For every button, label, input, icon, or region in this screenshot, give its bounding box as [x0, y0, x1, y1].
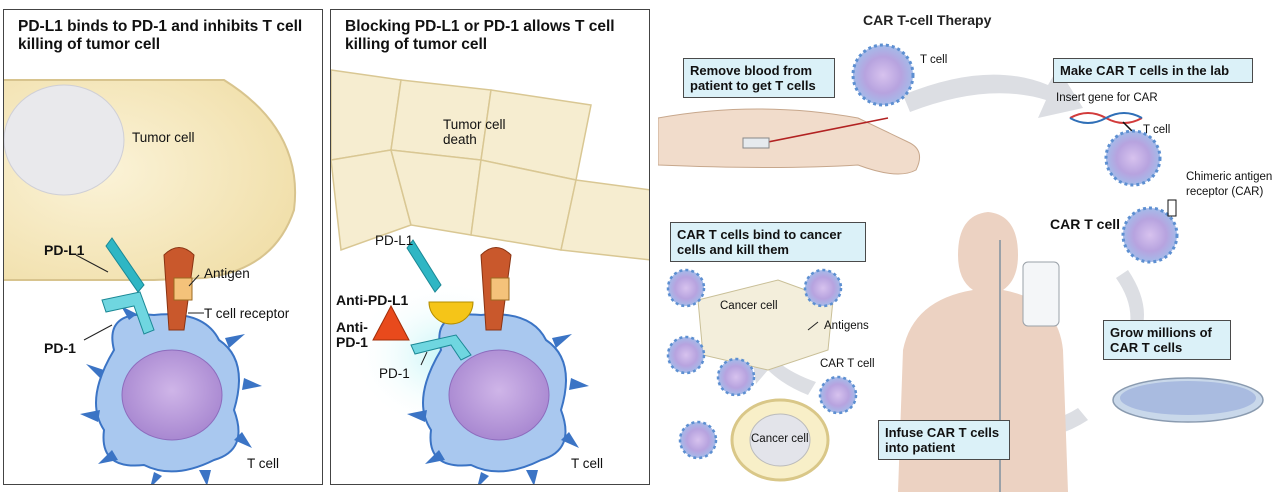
step-remove-blood: Remove blood from patient to get T cells — [683, 58, 835, 98]
blocking-illustration — [331, 69, 649, 484]
pd-1-receptor — [101, 291, 155, 335]
t-cell-label: T cell — [247, 456, 280, 471]
tumor-nucleus — [4, 84, 125, 196]
cancer-cell-label-top: Cancer cell — [720, 300, 778, 312]
t-cell-lab — [1104, 129, 1162, 187]
antigen — [173, 277, 193, 301]
car-t-cell-label: CAR T cell — [1050, 216, 1121, 232]
car-receptor-label: Chimeric antigen receptor (CAR) — [1186, 171, 1273, 198]
t-cell-nucleus — [448, 349, 550, 441]
t-cell-nucleus — [121, 349, 223, 441]
t-cell-label-top: T cell — [920, 54, 948, 66]
antigens-label: Antigens — [824, 320, 869, 332]
t-cell-label: T cell — [571, 456, 604, 471]
pd-l1-receptor — [406, 239, 442, 293]
anti-pd-l1-label: Anti-PD-L1 — [336, 292, 409, 308]
car-t-cell-large — [1121, 199, 1179, 264]
t-cell-label-lab: T cell — [1143, 124, 1171, 136]
step-bind-kill: CAR T cells bind to cancer cells and kil… — [670, 222, 866, 262]
t-cell-receptor-label: T cell receptor — [204, 306, 290, 321]
therapy-title: CAR T-cell Therapy — [863, 12, 992, 28]
t-cell-drawn — [851, 43, 915, 107]
pd-1-label: PD-1 — [379, 366, 410, 381]
car-t-cells-small — [666, 268, 858, 460]
anti-pd-1-antibody — [372, 304, 410, 341]
step-infuse: Infuse CAR T cells into patient — [878, 420, 1010, 460]
step-make-car: Make CAR T cells in the lab — [1053, 58, 1253, 83]
pd-l1-label: PD-L1 — [375, 233, 414, 248]
panel-blocking: Blocking PD-L1 or PD-1 allows T cell kil… — [330, 9, 650, 485]
step-grow: Grow millions of CAR T cells — [1103, 320, 1231, 360]
car-t-cell-small-label: CAR T cell — [820, 358, 875, 370]
insert-gene-label: Insert gene for CAR — [1056, 92, 1158, 104]
cancer-cell-label-bottom: Cancer cell — [751, 433, 809, 445]
tumor-cell-label: Tumor cell — [132, 130, 195, 145]
panel-pd-l1-binding: PD-L1 binds to PD-1 and inhibits T cell … — [3, 9, 323, 485]
iv-bag — [1022, 261, 1060, 327]
pd1-binding-illustration — [4, 79, 297, 484]
panel-car-t-therapy: CAR T-cell Therapy Remove blood from pat… — [658, 0, 1275, 492]
anti-pd-1-label: Anti-PD-1 — [336, 319, 368, 350]
panel-title: Blocking PD-L1 or PD-1 allows T cell kil… — [345, 18, 615, 53]
antigen-label: Antigen — [204, 266, 250, 281]
fragmented-tumor-cell — [331, 69, 649, 261]
antigen — [490, 277, 510, 301]
anti-pd-l1-antibody — [428, 301, 474, 325]
pd-1-receptor — [410, 334, 472, 361]
tumor-cell-death-label: Tumor cell death — [443, 117, 506, 147]
pd-1-label: PD-1 — [44, 340, 76, 356]
panel-title: PD-L1 binds to PD-1 and inhibits T cell … — [18, 18, 303, 53]
pd-l1-label: PD-L1 — [44, 242, 85, 258]
